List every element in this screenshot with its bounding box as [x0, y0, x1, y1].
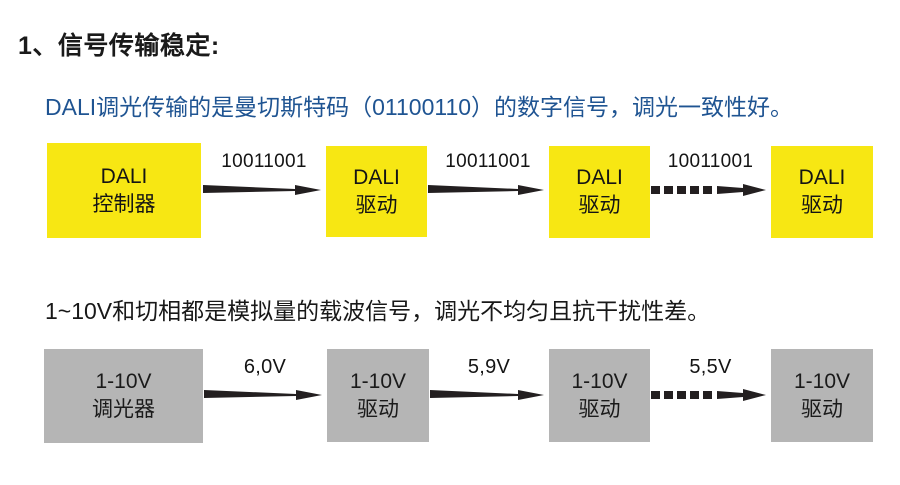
dali-connector-1: 10011001 [203, 151, 325, 211]
node-line-2: 控制器 [92, 192, 156, 216]
solid-arrow-icon [428, 177, 548, 203]
analog-flow-diagram: 1-10V 调光器 6,0V 1-10V 驱动 5,9V 1-10V [0, 348, 900, 448]
page-title: 1、信号传输稳定: [18, 32, 220, 60]
dali-node-driver-2: DALI 驱动 [549, 146, 650, 238]
analog-node-driver-3: 1-10V 驱动 [771, 349, 873, 442]
dali-node-controller: DALI 控制器 [47, 143, 201, 238]
dali-connector-3: 10011001 [651, 151, 770, 211]
analog-connector-1: 6,0V [204, 356, 326, 416]
node-line-1: 1-10V [571, 369, 628, 393]
node-line-2: 驱动 [578, 397, 621, 421]
node-line-1: DALI [100, 164, 148, 188]
dali-description-text: DALI调光传输的是曼切斯特码（01100110）的数字信号，调光一致性好。 [45, 94, 794, 120]
node-line-1: DALI [576, 166, 623, 190]
analog-description-text: 1~10V和切相都是模拟量的载波信号，调光不均匀且抗干扰性差。 [45, 298, 711, 324]
node-line-1: DALI [798, 166, 846, 190]
analog-connector-2: 5,9V [430, 356, 548, 416]
node-line-2: 驱动 [355, 193, 398, 217]
dali-connector-2-label: 10011001 [445, 151, 531, 172]
dashed-arrow-icon [651, 177, 770, 203]
analog-node-driver-2: 1-10V 驱动 [549, 349, 650, 442]
node-line-2: 驱动 [578, 194, 621, 217]
node-line-1: DALI [353, 165, 400, 189]
dali-connector-1-label: 10011001 [221, 151, 307, 172]
solid-arrow-icon [430, 382, 548, 408]
analog-connector-1-label: 6,0V [243, 356, 287, 378]
node-line-2: 驱动 [801, 397, 843, 421]
dashed-arrow-icon [651, 382, 770, 408]
node-line-1: 1-10V [793, 369, 851, 393]
node-line-2: 驱动 [801, 194, 843, 217]
dali-flow-diagram: DALI 控制器 10011001 DALI 驱动 10011001 [0, 143, 900, 243]
solid-arrow-icon [204, 382, 326, 408]
node-line-2: 驱动 [357, 397, 399, 421]
node-line-1: 1-10V [349, 369, 407, 393]
solid-arrow-icon [203, 177, 325, 203]
analog-node-driver-1: 1-10V 驱动 [327, 349, 429, 442]
dali-connector-2: 10011001 [428, 151, 548, 211]
analog-connector-3: 5,5V [651, 356, 770, 416]
node-line-1: 1-10V [95, 370, 152, 394]
analog-connector-3-label: 5,5V [689, 356, 732, 378]
dali-connector-3-label: 10011001 [667, 151, 754, 172]
analog-node-dimmer: 1-10V 调光器 [44, 349, 203, 443]
dali-node-driver-3: DALI 驱动 [771, 146, 873, 238]
analog-connector-2-label: 5,9V [467, 356, 511, 378]
node-line-2: 调光器 [92, 398, 155, 421]
dali-node-driver-1: DALI 驱动 [326, 146, 427, 237]
